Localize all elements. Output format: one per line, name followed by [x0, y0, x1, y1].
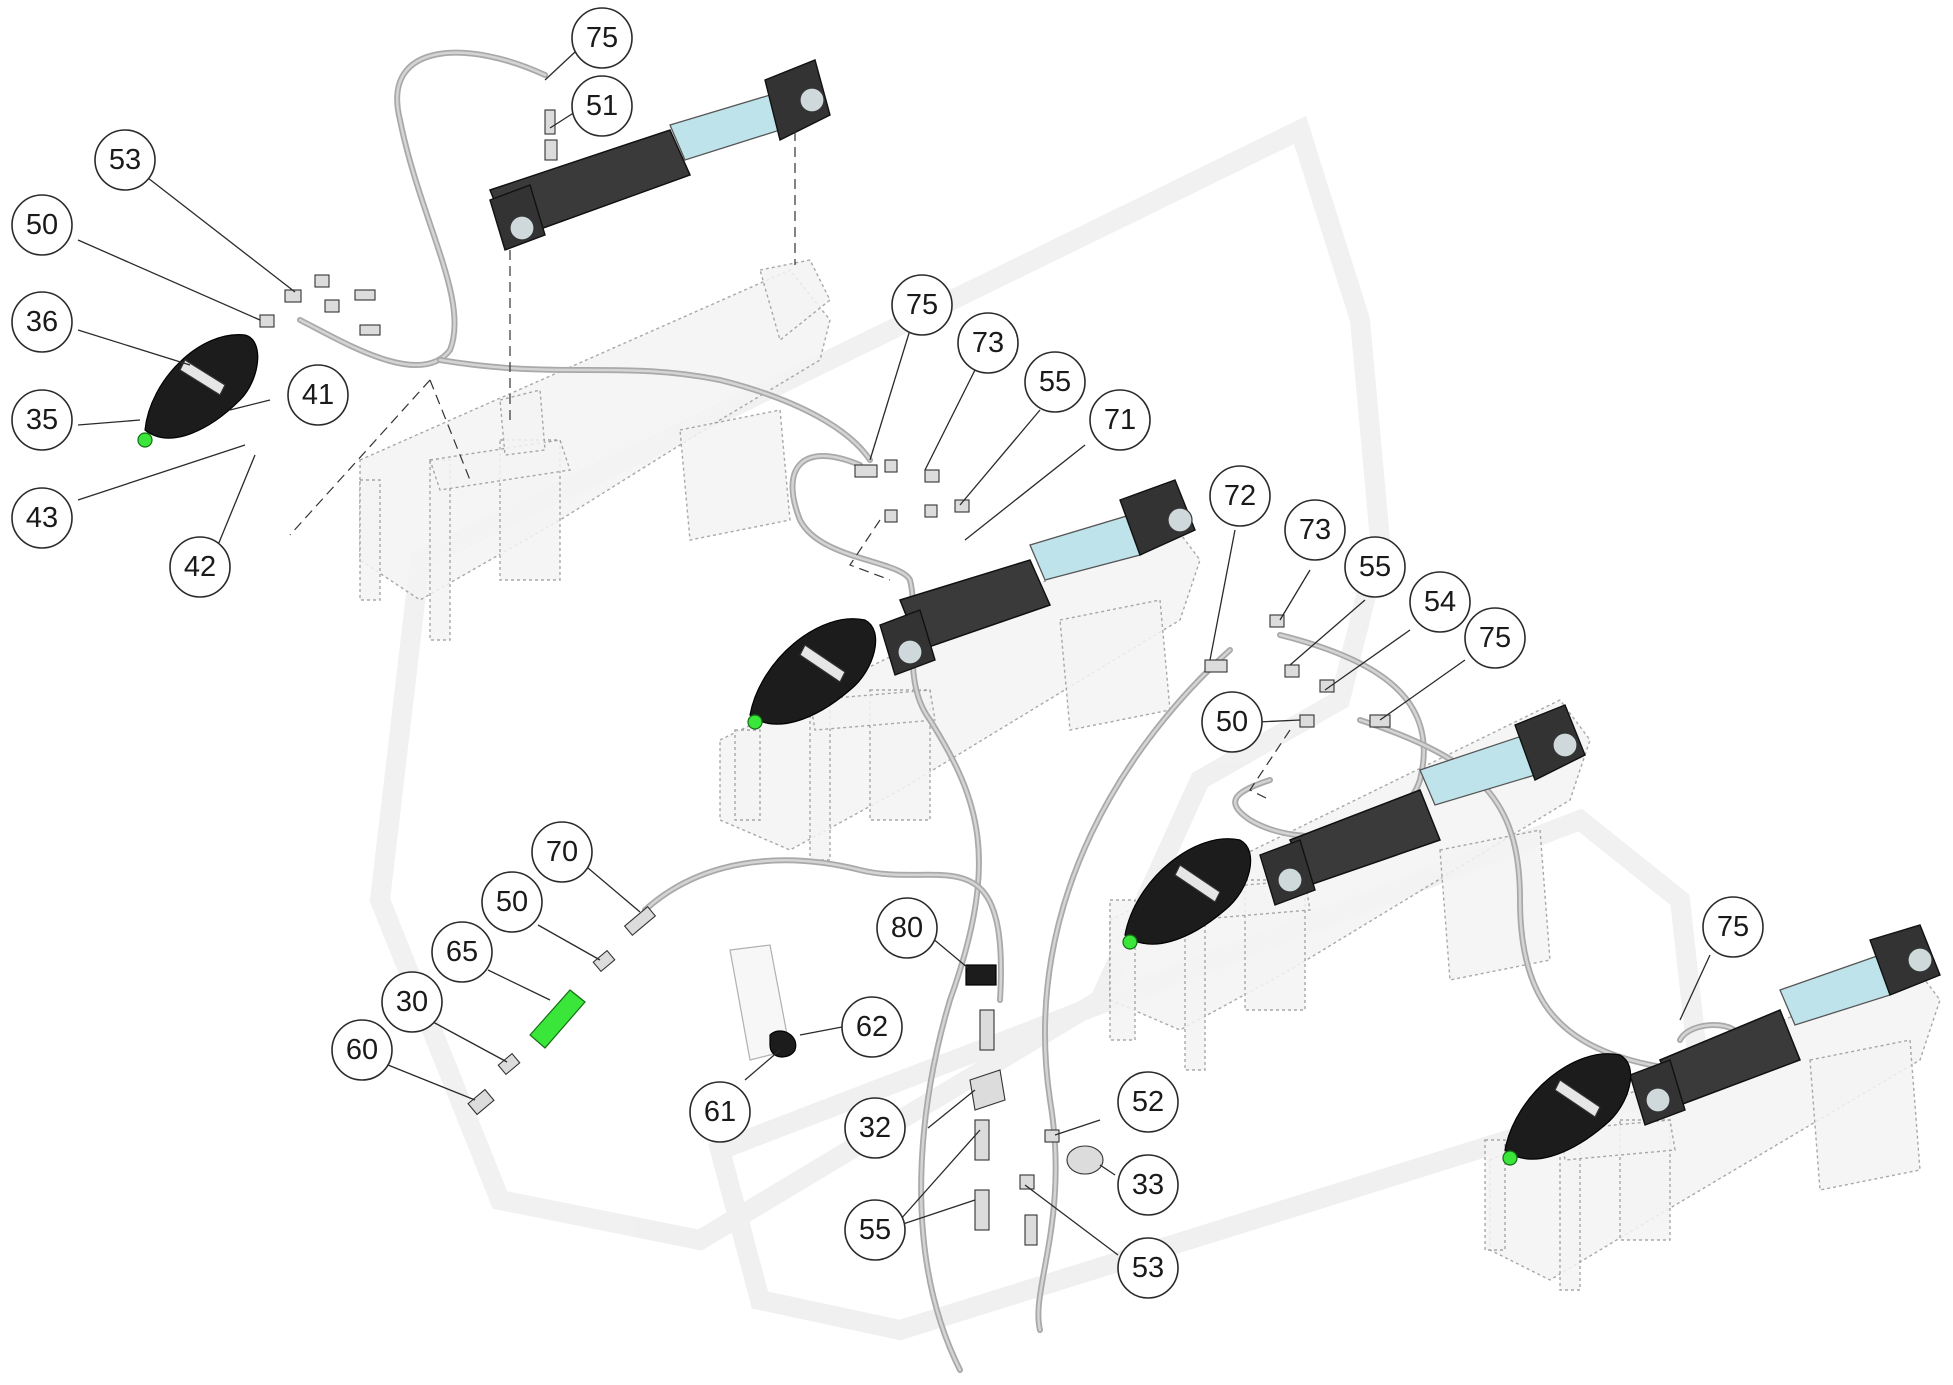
- svg-text:65: 65: [446, 936, 478, 968]
- callout: 60: [331, 1019, 393, 1081]
- callout: 50: [1201, 691, 1263, 753]
- svg-text:41: 41: [302, 379, 334, 411]
- callout: 75: [891, 274, 953, 336]
- fitting-cluster-2: [854, 459, 970, 523]
- svg-text:72: 72: [1224, 480, 1256, 512]
- callout: 55: [844, 1199, 906, 1261]
- callout: 32: [844, 1097, 906, 1159]
- assembly-lines: [289, 115, 1291, 801]
- svg-text:53: 53: [1132, 1252, 1164, 1284]
- callout: 75: [571, 7, 633, 69]
- callout: 35: [11, 389, 73, 451]
- mounting-plate: [729, 944, 797, 1061]
- callout: 41: [287, 364, 349, 426]
- svg-text:54: 54: [1424, 586, 1456, 618]
- callout: 53: [1117, 1237, 1179, 1299]
- callout: 36: [11, 291, 73, 353]
- accumulator-3: [1122, 838, 1252, 950]
- callout: 30: [381, 971, 443, 1033]
- svg-text:50: 50: [496, 886, 528, 918]
- frame-bracket-1: [359, 259, 831, 641]
- svg-text:33: 33: [1132, 1169, 1164, 1201]
- svg-text:75: 75: [586, 22, 618, 54]
- callout: 50: [481, 871, 543, 933]
- svg-text:50: 50: [26, 209, 58, 241]
- svg-text:30: 30: [396, 986, 428, 1018]
- svg-text:73: 73: [972, 327, 1004, 359]
- svg-text:61: 61: [704, 1096, 736, 1128]
- svg-text:50: 50: [1216, 706, 1248, 738]
- svg-text:75: 75: [1479, 622, 1511, 654]
- callout: 51: [571, 75, 633, 137]
- svg-text:35: 35: [26, 404, 58, 436]
- callout: 50: [11, 194, 73, 256]
- callout: 73: [957, 312, 1019, 374]
- callout: 71: [1089, 389, 1151, 451]
- svg-text:42: 42: [184, 551, 216, 583]
- svg-text:60: 60: [346, 1034, 378, 1066]
- svg-text:80: 80: [891, 912, 923, 944]
- callout: 72: [1209, 465, 1271, 527]
- svg-text:62: 62: [856, 1011, 888, 1043]
- fitting-cluster-3: [1204, 614, 1391, 728]
- callout: 62: [841, 996, 903, 1058]
- callout: 65: [431, 921, 493, 983]
- callout: 73: [1284, 499, 1346, 561]
- hydraulic-cylinder-3: [1259, 704, 1586, 906]
- fitting-cluster-1: [259, 109, 558, 336]
- callout: 75: [1464, 607, 1526, 669]
- svg-text:55: 55: [1039, 366, 1071, 398]
- svg-text:75: 75: [906, 289, 938, 321]
- svg-text:70: 70: [546, 836, 578, 868]
- callout: 61: [689, 1081, 751, 1143]
- accumulator-1: [137, 334, 259, 448]
- hydraulic-cylinder-2: [879, 479, 1196, 676]
- valve-block: [965, 964, 1038, 1246]
- callout: 42: [169, 536, 231, 598]
- svg-text:51: 51: [586, 90, 618, 122]
- callout: 43: [11, 487, 73, 549]
- svg-text:71: 71: [1104, 404, 1136, 436]
- callout: 70: [531, 821, 593, 883]
- callout: 53: [94, 129, 156, 191]
- hydraulic-cylinder-4: [1629, 924, 1941, 1126]
- svg-text:55: 55: [859, 1214, 891, 1246]
- callout: 55: [1024, 351, 1086, 413]
- callout: 80: [876, 897, 938, 959]
- svg-text:43: 43: [26, 502, 58, 534]
- svg-text:32: 32: [859, 1112, 891, 1144]
- leader-lines: [77, 51, 1711, 1256]
- gauge-assembly: [1044, 1129, 1104, 1175]
- svg-text:52: 52: [1132, 1086, 1164, 1118]
- callout-balloons: 75 51 53 50 36 41 35 43 42 75 73 55 71 7…: [11, 7, 1764, 1299]
- callout: 54: [1409, 571, 1471, 633]
- svg-text:53: 53: [109, 144, 141, 176]
- accumulator-4: [1502, 1053, 1632, 1166]
- hydraulic-hoses: [297, 49, 1744, 1373]
- svg-text:73: 73: [1299, 514, 1331, 546]
- frame-bracket-2: [719, 519, 1201, 861]
- svg-text:55: 55: [1359, 551, 1391, 583]
- callout: 75: [1702, 896, 1764, 958]
- callout: 52: [1117, 1071, 1179, 1133]
- callout: 55: [1344, 536, 1406, 598]
- hydraulic-cylinder-1: [489, 59, 831, 251]
- accumulator-2: [747, 618, 877, 730]
- callout: 33: [1117, 1154, 1179, 1216]
- svg-text:36: 36: [26, 306, 58, 338]
- svg-text:75: 75: [1717, 911, 1749, 943]
- filter-assembly: [467, 905, 657, 1116]
